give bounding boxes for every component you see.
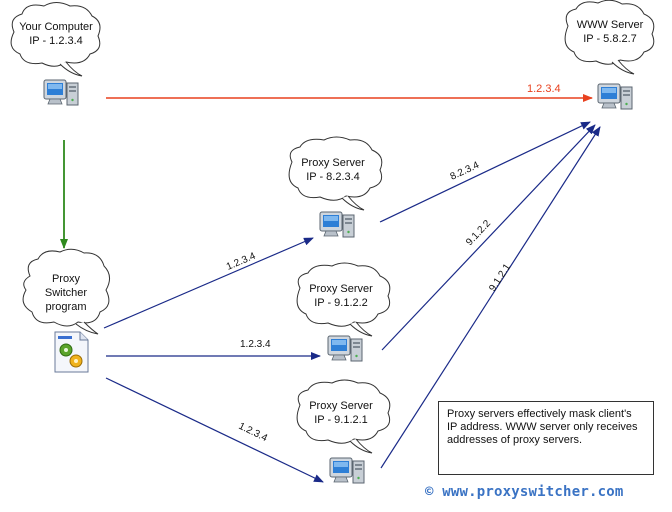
- arrow-proxy2-to-www: [381, 124, 596, 351]
- cloud-proxy3: Proxy Server IP - 9.1.2.1: [296, 379, 391, 454]
- proxy-switcher-line3: program: [46, 301, 87, 313]
- arrow-proxy1-to-www: [379, 121, 591, 223]
- proxy-switcher-line2: Switcher: [45, 287, 88, 299]
- arrow-to-proxy1: [103, 237, 314, 329]
- www-server-computer-icon: [597, 83, 633, 110]
- arrow-proxy3-to-www: [380, 126, 601, 469]
- proxy3-name: Proxy Server: [309, 400, 373, 412]
- cloud-your-computer: Your Computer IP - 1.2.3.4: [10, 2, 101, 77]
- label-proxy1-to-www: 8.2.3.4: [449, 160, 482, 183]
- proxy-switcher-line1: Proxy: [52, 273, 81, 285]
- label-to-proxy3: 1.2.3.4: [237, 421, 270, 444]
- proxy3-ip: IP - 9.1.2.1: [314, 414, 368, 426]
- program-file-icon: [54, 331, 89, 373]
- www-server-name: WWW Server: [577, 19, 644, 31]
- label-proxy3-to-www: 9.1.2.1: [487, 262, 513, 294]
- proxy2-computer-icon: [327, 335, 363, 362]
- proxy3-computer-icon: [329, 457, 365, 484]
- cloud-proxy2: Proxy Server IP - 9.1.2.2: [296, 262, 391, 337]
- label-proxy2-to-www: 9.1.2.2: [464, 218, 493, 248]
- note-box: Proxy servers effectively mask client's …: [438, 401, 654, 475]
- label-direct: 1.2.3.4: [527, 83, 561, 95]
- proxy2-name: Proxy Server: [309, 283, 373, 295]
- your-computer-name: Your Computer: [19, 21, 93, 33]
- your-computer-ip: IP - 1.2.3.4: [29, 35, 83, 47]
- proxy1-ip: IP - 8.2.3.4: [306, 171, 360, 183]
- cloud-www-server: WWW Server IP - 5.8.2.7: [564, 0, 655, 75]
- your-computer-icon: [43, 79, 79, 106]
- label-to-proxy2: 1.2.3.4: [240, 339, 271, 350]
- proxy1-name: Proxy Server: [301, 157, 365, 169]
- www-server-ip: IP - 5.8.2.7: [583, 33, 637, 45]
- cloud-proxy1: Proxy Server IP - 8.2.3.4: [288, 136, 383, 211]
- watermark[interactable]: © www.proxyswitcher.com: [425, 484, 624, 500]
- proxy2-ip: IP - 9.1.2.2: [314, 297, 368, 309]
- proxy1-computer-icon: [319, 211, 355, 238]
- arrow-to-proxy3: [105, 377, 324, 483]
- cloud-proxy-switcher: Proxy Switcher program: [22, 248, 110, 335]
